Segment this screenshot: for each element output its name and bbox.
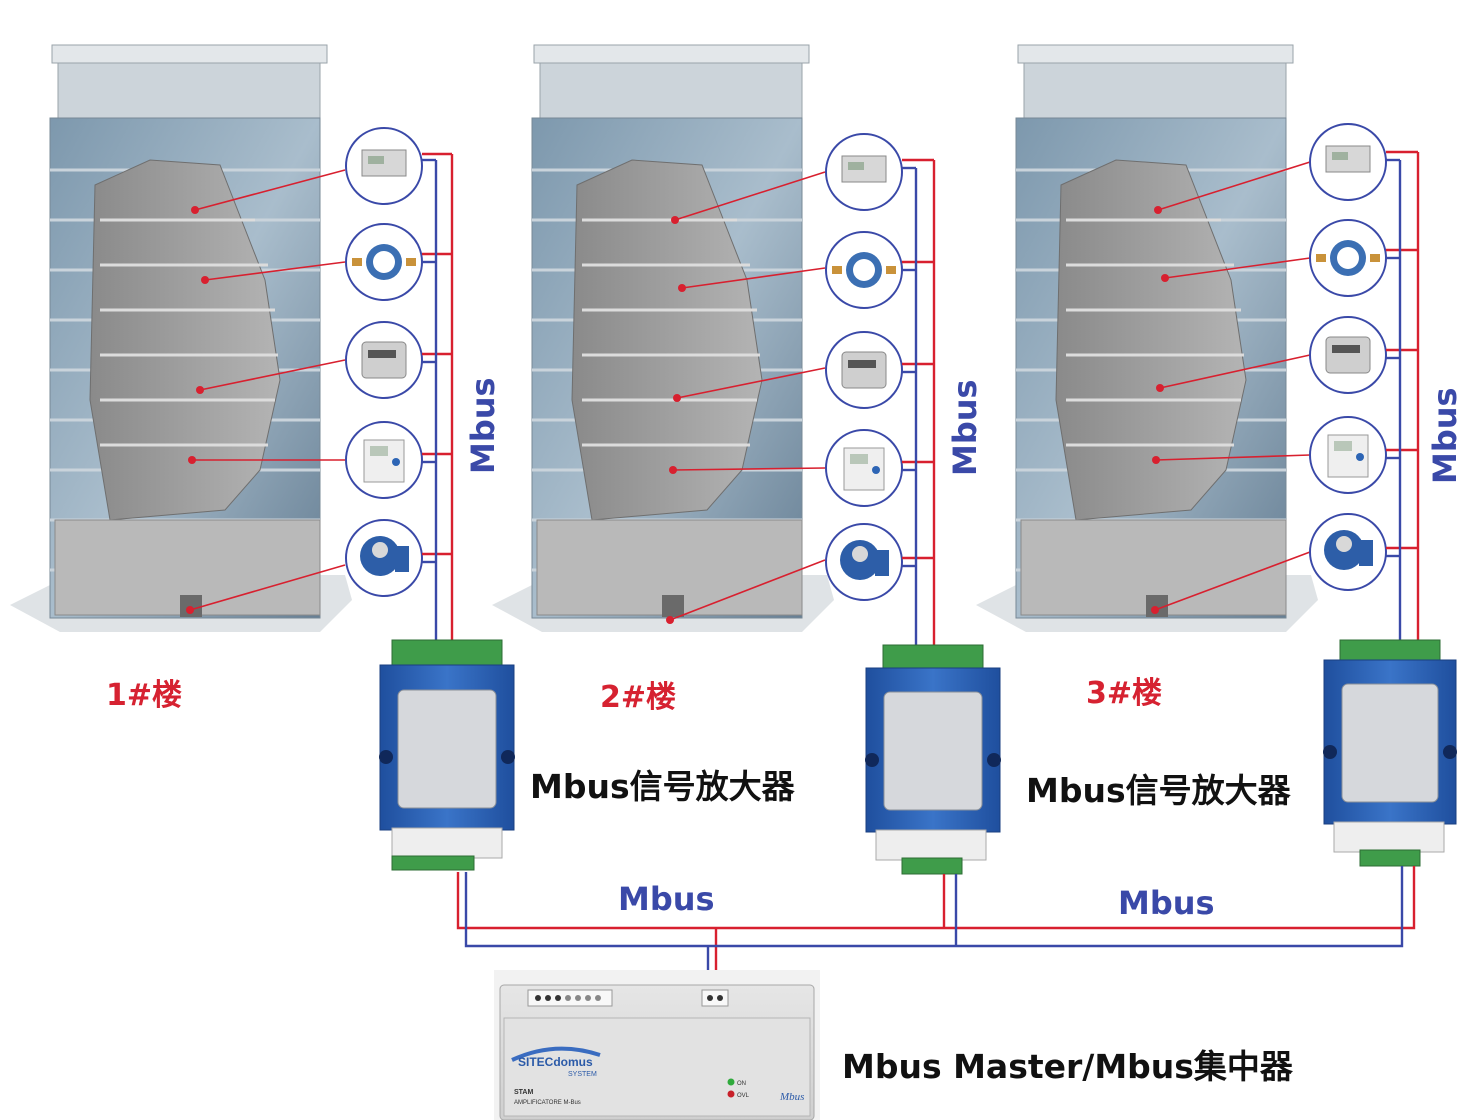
on-led (727, 1078, 735, 1086)
amplifier-label-1: Mbus信号放大器 (530, 767, 795, 806)
meter-column-1 (186, 127, 454, 652)
building-2 (492, 44, 834, 632)
mbus-vertical-label-3: Mbus (1426, 387, 1464, 484)
meter-column-2 (666, 133, 936, 650)
amplifier-3 (1323, 639, 1457, 867)
amplifier-2 (865, 644, 1001, 875)
amplifier-1 (379, 639, 515, 871)
mbus-corner-logo: Mbus (779, 1091, 804, 1103)
building-2-label: 2#楼 (600, 680, 677, 715)
mbus-vertical-label-2: Mbus (946, 379, 984, 476)
led-on-label: ON (737, 1081, 746, 1087)
master-model: STAM (514, 1089, 533, 1096)
master-model-sub: AMPLIFICATORE M-Bus (514, 1100, 581, 1106)
ovl-led (727, 1090, 735, 1098)
led-ovl-label: OVL (737, 1093, 750, 1099)
meter-column-3 (1151, 123, 1420, 642)
building-3 (976, 44, 1318, 632)
master-brand-sub: SYSTEM (568, 1071, 597, 1078)
mbus-trunk-label-1: Mbus (618, 880, 715, 918)
amplifier-label-2: Mbus信号放大器 (1026, 771, 1291, 810)
master-label: Mbus Master/Mbus集中器 (842, 1047, 1293, 1086)
master-brand: SITECdomus (518, 1055, 593, 1069)
building-1-label: 1#楼 (106, 678, 183, 713)
mbus-trunk-label-2: Mbus (1118, 884, 1215, 922)
building-1 (10, 44, 352, 632)
building-3-label: 3#楼 (1086, 676, 1163, 711)
mbus-master-device: SITECdomus SYSTEM STAM AMPLIFICATORE M-B… (494, 970, 820, 1120)
mbus-vertical-label-1: Mbus (464, 377, 502, 474)
